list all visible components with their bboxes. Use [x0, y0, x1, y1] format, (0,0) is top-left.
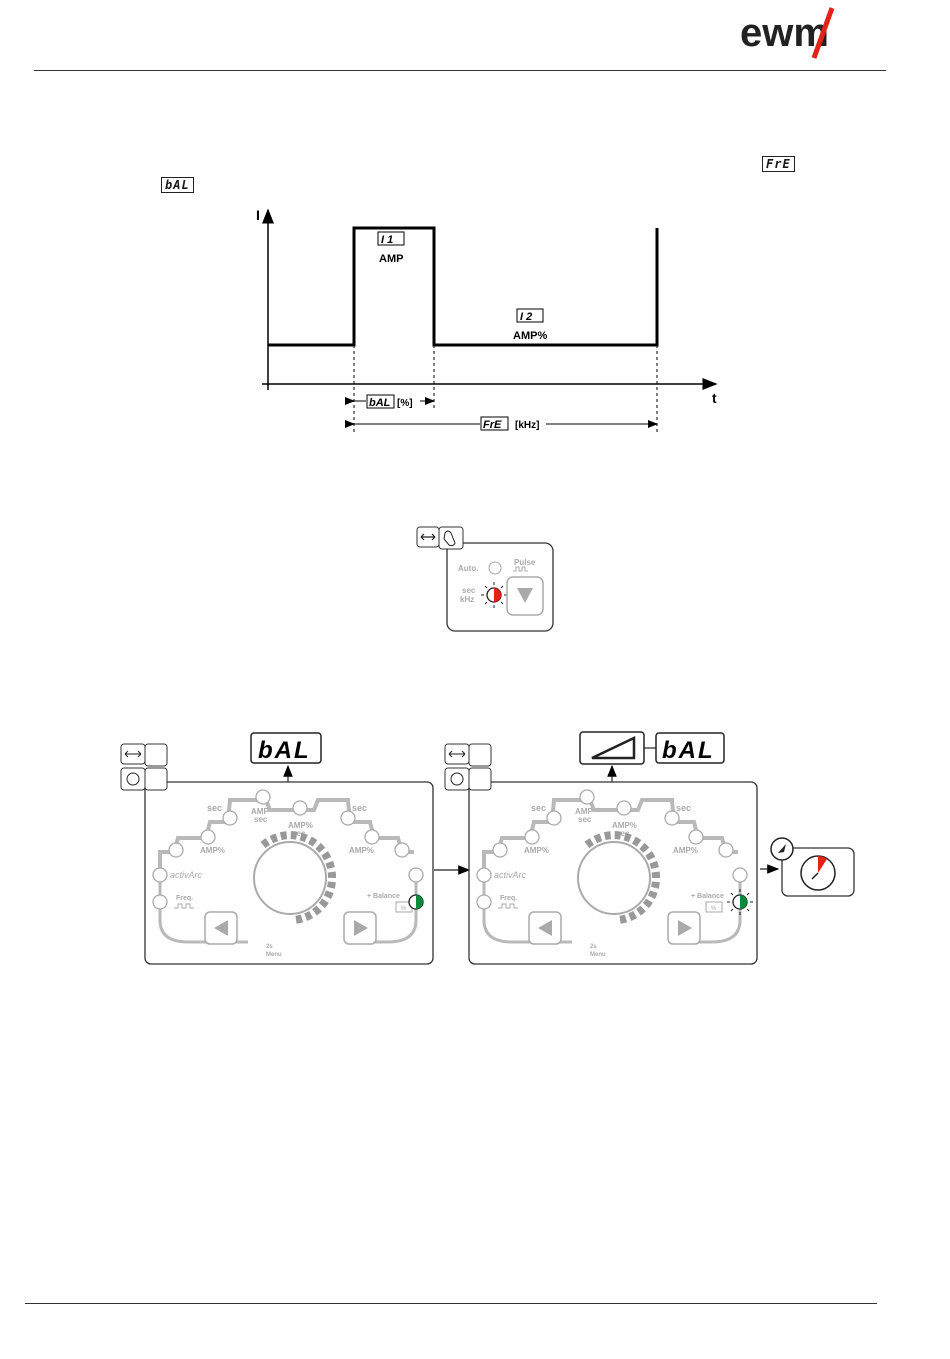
label-freq: Freq.: [176, 895, 193, 902]
i2-display: I 2: [520, 311, 532, 323]
display-code-right: bAL: [662, 737, 715, 764]
khz-label: kHz: [460, 595, 474, 604]
code-fre-inline: FrE: [762, 156, 795, 172]
label-balance-pct: %: [401, 906, 407, 912]
rotary-icon-left: [121, 768, 145, 790]
label-amp-pct-left: AMP%: [200, 846, 225, 855]
press-hand-icon-right: [469, 744, 491, 766]
label-amp-sec-r: sec: [578, 815, 592, 824]
press-hand-icon-left-2: [145, 768, 167, 790]
press-hand-icon-right-2: [469, 768, 491, 790]
sec-label: sec: [462, 586, 476, 595]
press-hand-icon-left: [145, 744, 167, 766]
pulse-waveform: [268, 228, 657, 345]
label-menu-left: Menu: [266, 952, 282, 958]
frequency-unit: [kHz]: [515, 420, 539, 431]
display-code-left: bAL: [258, 737, 311, 764]
label-amp-pct-right-r: AMP%: [673, 846, 698, 855]
label-balance: + Balance: [367, 893, 400, 900]
label-freq-r: Freq.: [500, 895, 517, 902]
pulse-label: Pulse: [514, 558, 536, 567]
label-amp-sec: sec: [254, 815, 268, 824]
frequency-code: FrE: [483, 419, 502, 431]
control-panel-right: bAL sec AMP sec AMP% sec sec AMP% AMP% a…: [442, 730, 762, 970]
label-balance-pct-r: %: [711, 906, 717, 912]
footer-rule: [25, 1303, 877, 1304]
main-knob-left[interactable]: [254, 842, 326, 914]
label-activarc: activArc: [170, 870, 203, 880]
ewm-logo-graphic: ewm: [740, 6, 870, 62]
balance-code: bAL: [369, 397, 391, 409]
rotary-icon-right: [445, 768, 469, 790]
label-balance-r: + Balance: [691, 893, 724, 900]
label-activarc-r: activArc: [494, 870, 527, 880]
pulse-graph: I t I 1 AMP I 2 AMP% bAL [%] FrE [kHz]: [240, 200, 740, 445]
header-rule: [34, 70, 886, 71]
control-panel-left: bAL sec AMP sec AMP% sec sec AMP% AMP% a…: [118, 730, 438, 970]
balance-unit: [%]: [397, 398, 413, 409]
y-axis-label: I: [256, 207, 260, 223]
code-bal-inline: bAL: [161, 177, 194, 193]
label-menu-right: Menu: [590, 952, 606, 958]
label-sec-right: sec: [352, 803, 367, 813]
base-unit: AMP%: [513, 330, 547, 342]
label-2s-right: 2s: [590, 944, 597, 950]
label-2s-left: 2s: [266, 944, 273, 950]
auto-label: Auto.: [458, 564, 478, 573]
label-amp-pct-right: AMP%: [349, 846, 374, 855]
mode-panel: Auto. Pulse sec kHz: [414, 525, 559, 635]
timer-step: [758, 835, 858, 900]
x-axis-label: t: [712, 390, 717, 406]
ewm-logo: ewm: [740, 6, 870, 62]
auto-led: [489, 562, 501, 574]
label-sec-right-r: sec: [676, 803, 691, 813]
i1-display: I 1: [381, 234, 393, 246]
pulse-unit: AMP: [379, 253, 403, 265]
label-sec-left-r: sec: [531, 803, 546, 813]
main-knob-right[interactable]: [578, 842, 650, 914]
label-sec-left: sec: [207, 803, 222, 813]
label-amp-pct-left-r: AMP%: [524, 846, 549, 855]
